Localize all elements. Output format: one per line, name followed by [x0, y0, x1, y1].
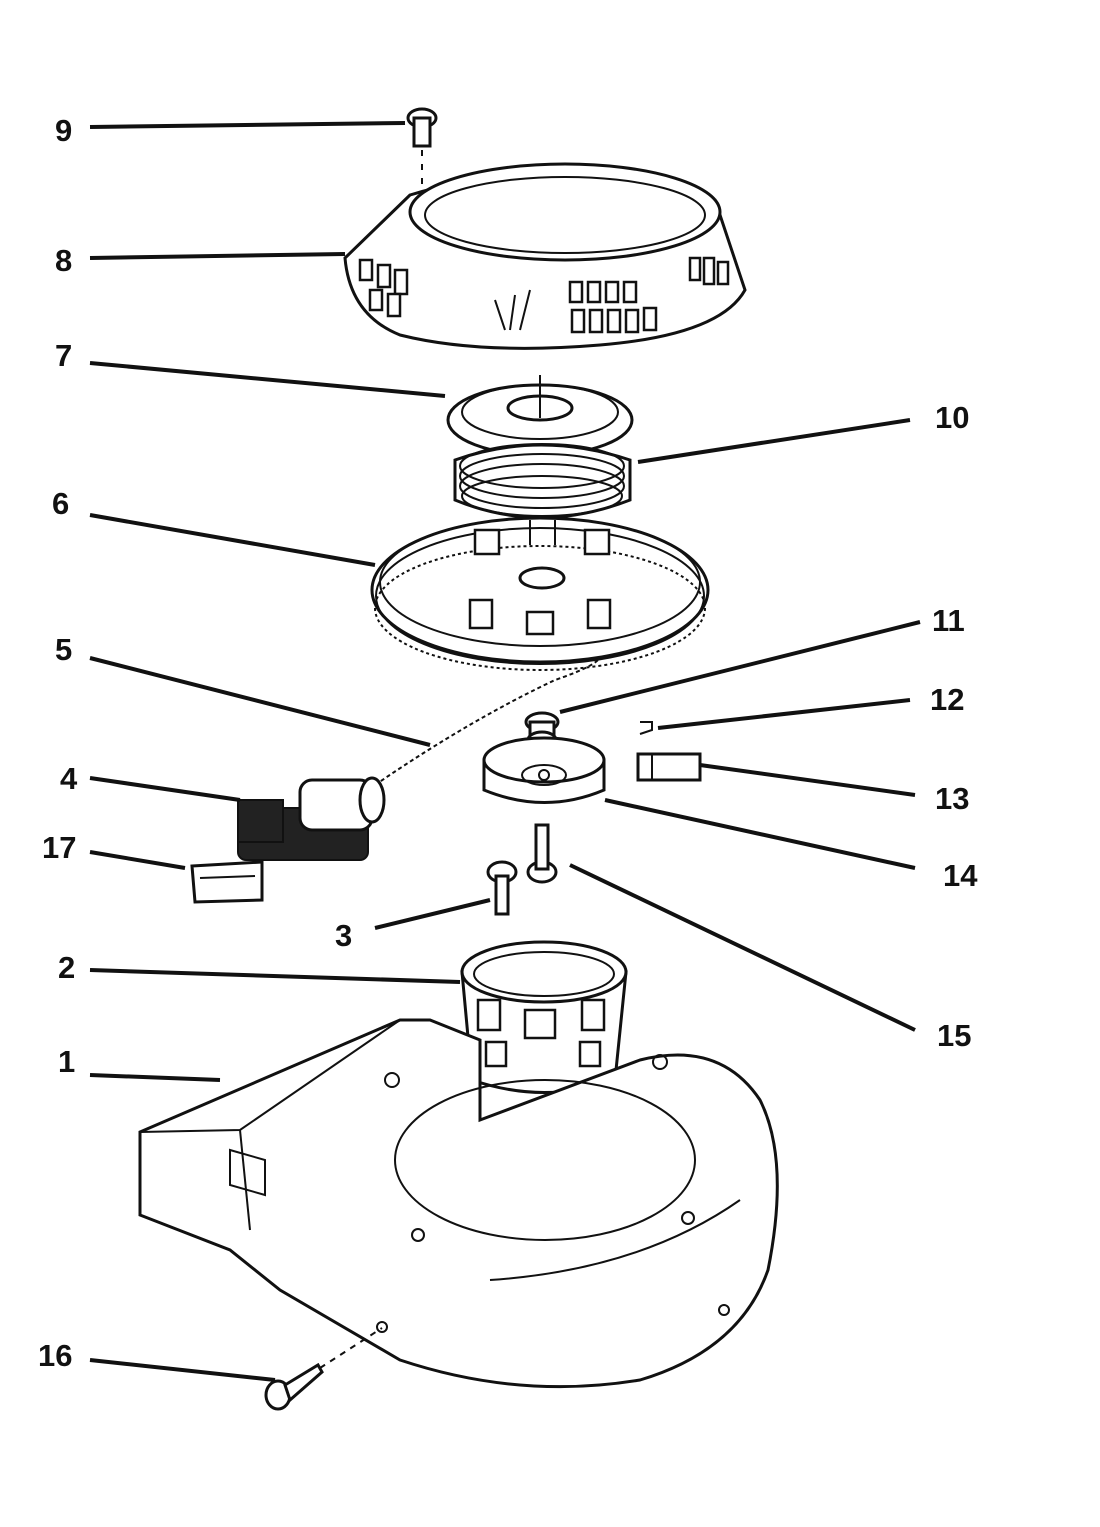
part-6-pulley: [370, 516, 710, 671]
callout-14: 14: [943, 858, 978, 893]
leader-3: [374, 898, 491, 930]
callout-2: 2: [58, 950, 76, 985]
callout-8: 8: [55, 243, 73, 278]
leader-9: [89, 121, 406, 129]
part-14-ratchet: [482, 736, 606, 804]
callout-5: 5: [55, 632, 73, 667]
callout-17: 17: [42, 830, 77, 865]
leader-4: [89, 776, 241, 802]
part-4-handle: [237, 776, 386, 861]
part-13-block: [636, 752, 702, 782]
part-5-starter-rope: [374, 659, 599, 786]
callout-16: 16: [38, 1338, 73, 1373]
part-2-starter-cup: [460, 940, 628, 1094]
leader-16: [89, 1358, 276, 1382]
leader-lines: [89, 121, 921, 1382]
part-17-insert: [190, 860, 264, 904]
leader-15: [569, 863, 916, 1032]
callout-7: 7: [55, 338, 73, 373]
callout-10: 10: [935, 400, 970, 435]
callout-3: 3: [335, 918, 353, 953]
callout-15: 15: [937, 1018, 972, 1053]
callout-4: 4: [60, 761, 78, 796]
leader-7: [89, 361, 446, 398]
part-8-cover: [343, 162, 747, 350]
leader-17: [89, 850, 186, 870]
leader-10: [637, 418, 911, 464]
callout-13: 13: [935, 781, 970, 816]
leader-11: [559, 620, 921, 714]
callout-9: 9: [55, 113, 73, 148]
callout-12: 12: [930, 682, 965, 717]
leader-14: [604, 798, 916, 870]
part-7-spring-cover: [446, 375, 634, 457]
leader-6: [89, 513, 376, 567]
leader-2: [89, 968, 461, 984]
leader-5: [89, 656, 431, 747]
leader-8: [89, 252, 346, 260]
part-10-recoil-spring: [453, 443, 632, 519]
leader-13: [699, 763, 916, 797]
part-15-screw: [526, 823, 558, 884]
part-3-screw: [486, 860, 518, 916]
callout-1: 1: [58, 1044, 76, 1079]
callout-6: 6: [52, 486, 70, 521]
part-12-pawl: [639, 721, 653, 735]
leader-1: [89, 1073, 221, 1082]
callout-11: 11: [932, 603, 965, 638]
part-1-blower-housing: [138, 1018, 779, 1389]
part-16-screw: [264, 1321, 388, 1411]
leader-12: [657, 698, 911, 730]
